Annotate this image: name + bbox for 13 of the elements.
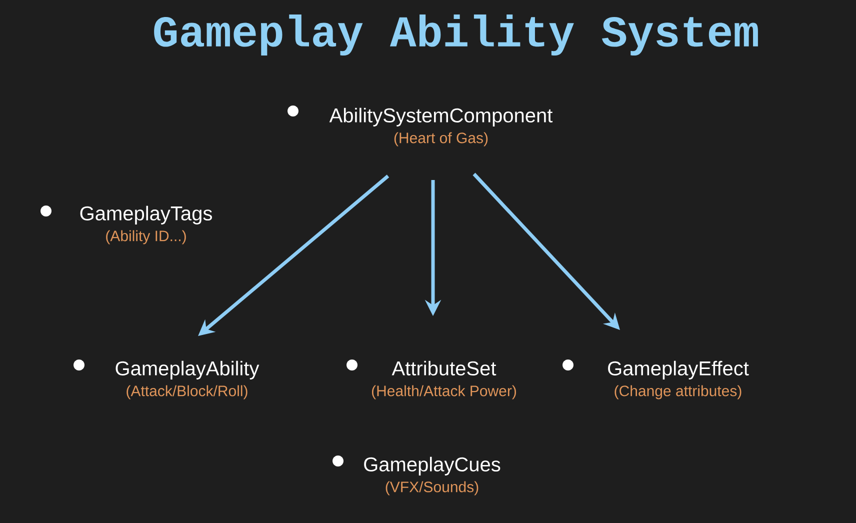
item-name: AbilitySystemComponent [329,108,553,126]
item-name: AttributeSet [392,360,496,376]
title: Gameplay Ability System [154,14,758,56]
item-caption: (Health/Attack Power) [372,385,516,400]
item-name: GameplayEffect [608,360,749,380]
item-name: GameplayCues [364,456,500,476]
item-name: GameplayAbility [116,360,260,380]
item-caption: (Attack/Block/Roll) [126,385,248,400]
item-caption: (Change attributes) [614,385,742,400]
item-name: GameplayTags [80,206,212,224]
item-caption: (VFX/Sounds) [386,481,478,496]
item-caption: (Ability ID...) [106,230,186,244]
item-caption: (Heart of Gas) [394,132,488,146]
